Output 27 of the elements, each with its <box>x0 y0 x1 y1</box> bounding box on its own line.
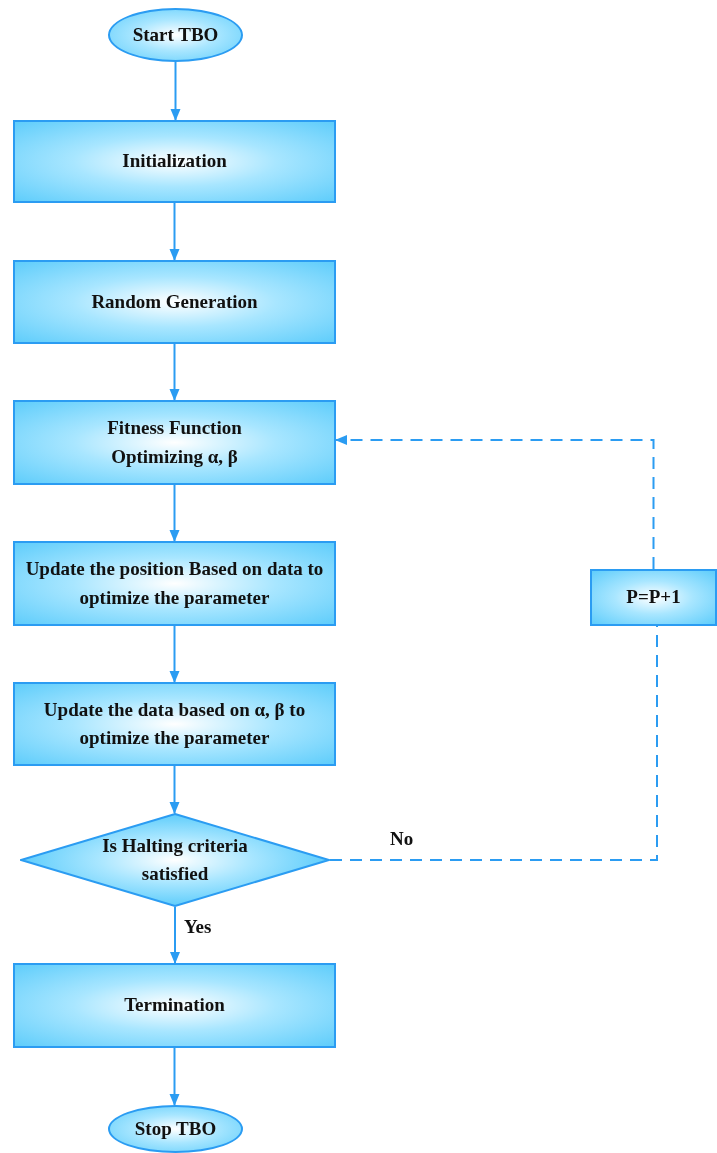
process-box <box>13 120 336 203</box>
node-text: Random Generation <box>91 289 258 314</box>
arrow <box>169 343 180 401</box>
arrow <box>169 765 180 814</box>
arrow <box>169 625 180 683</box>
process-box <box>590 569 717 626</box>
node-text: Start TBO <box>132 22 219 47</box>
arrow <box>170 906 180 964</box>
process-box <box>13 541 336 626</box>
arrow <box>170 61 181 121</box>
dashed-connector <box>329 625 658 861</box>
node-text: P=P+1 <box>626 585 681 610</box>
arrow <box>169 1047 180 1106</box>
node-text: Update the data based on α, β to optimize the parameter <box>42 697 307 750</box>
node-text: Is Halting criteria satisfied <box>101 833 249 886</box>
process-box <box>13 682 336 766</box>
node-text: Initialization <box>122 149 227 174</box>
dashed-connector <box>335 435 655 570</box>
process-box <box>13 260 336 344</box>
process-box <box>13 400 336 485</box>
process-box <box>13 963 336 1048</box>
node-text: Update the position Based on data to optimize the parameter <box>24 557 325 610</box>
node-text: Fitness Function Optimizing α, β <box>106 416 243 469</box>
arrow <box>169 202 180 261</box>
node-text: Termination <box>124 993 225 1018</box>
arrow <box>169 484 180 542</box>
node-text: Stop TBO <box>134 1116 217 1141</box>
